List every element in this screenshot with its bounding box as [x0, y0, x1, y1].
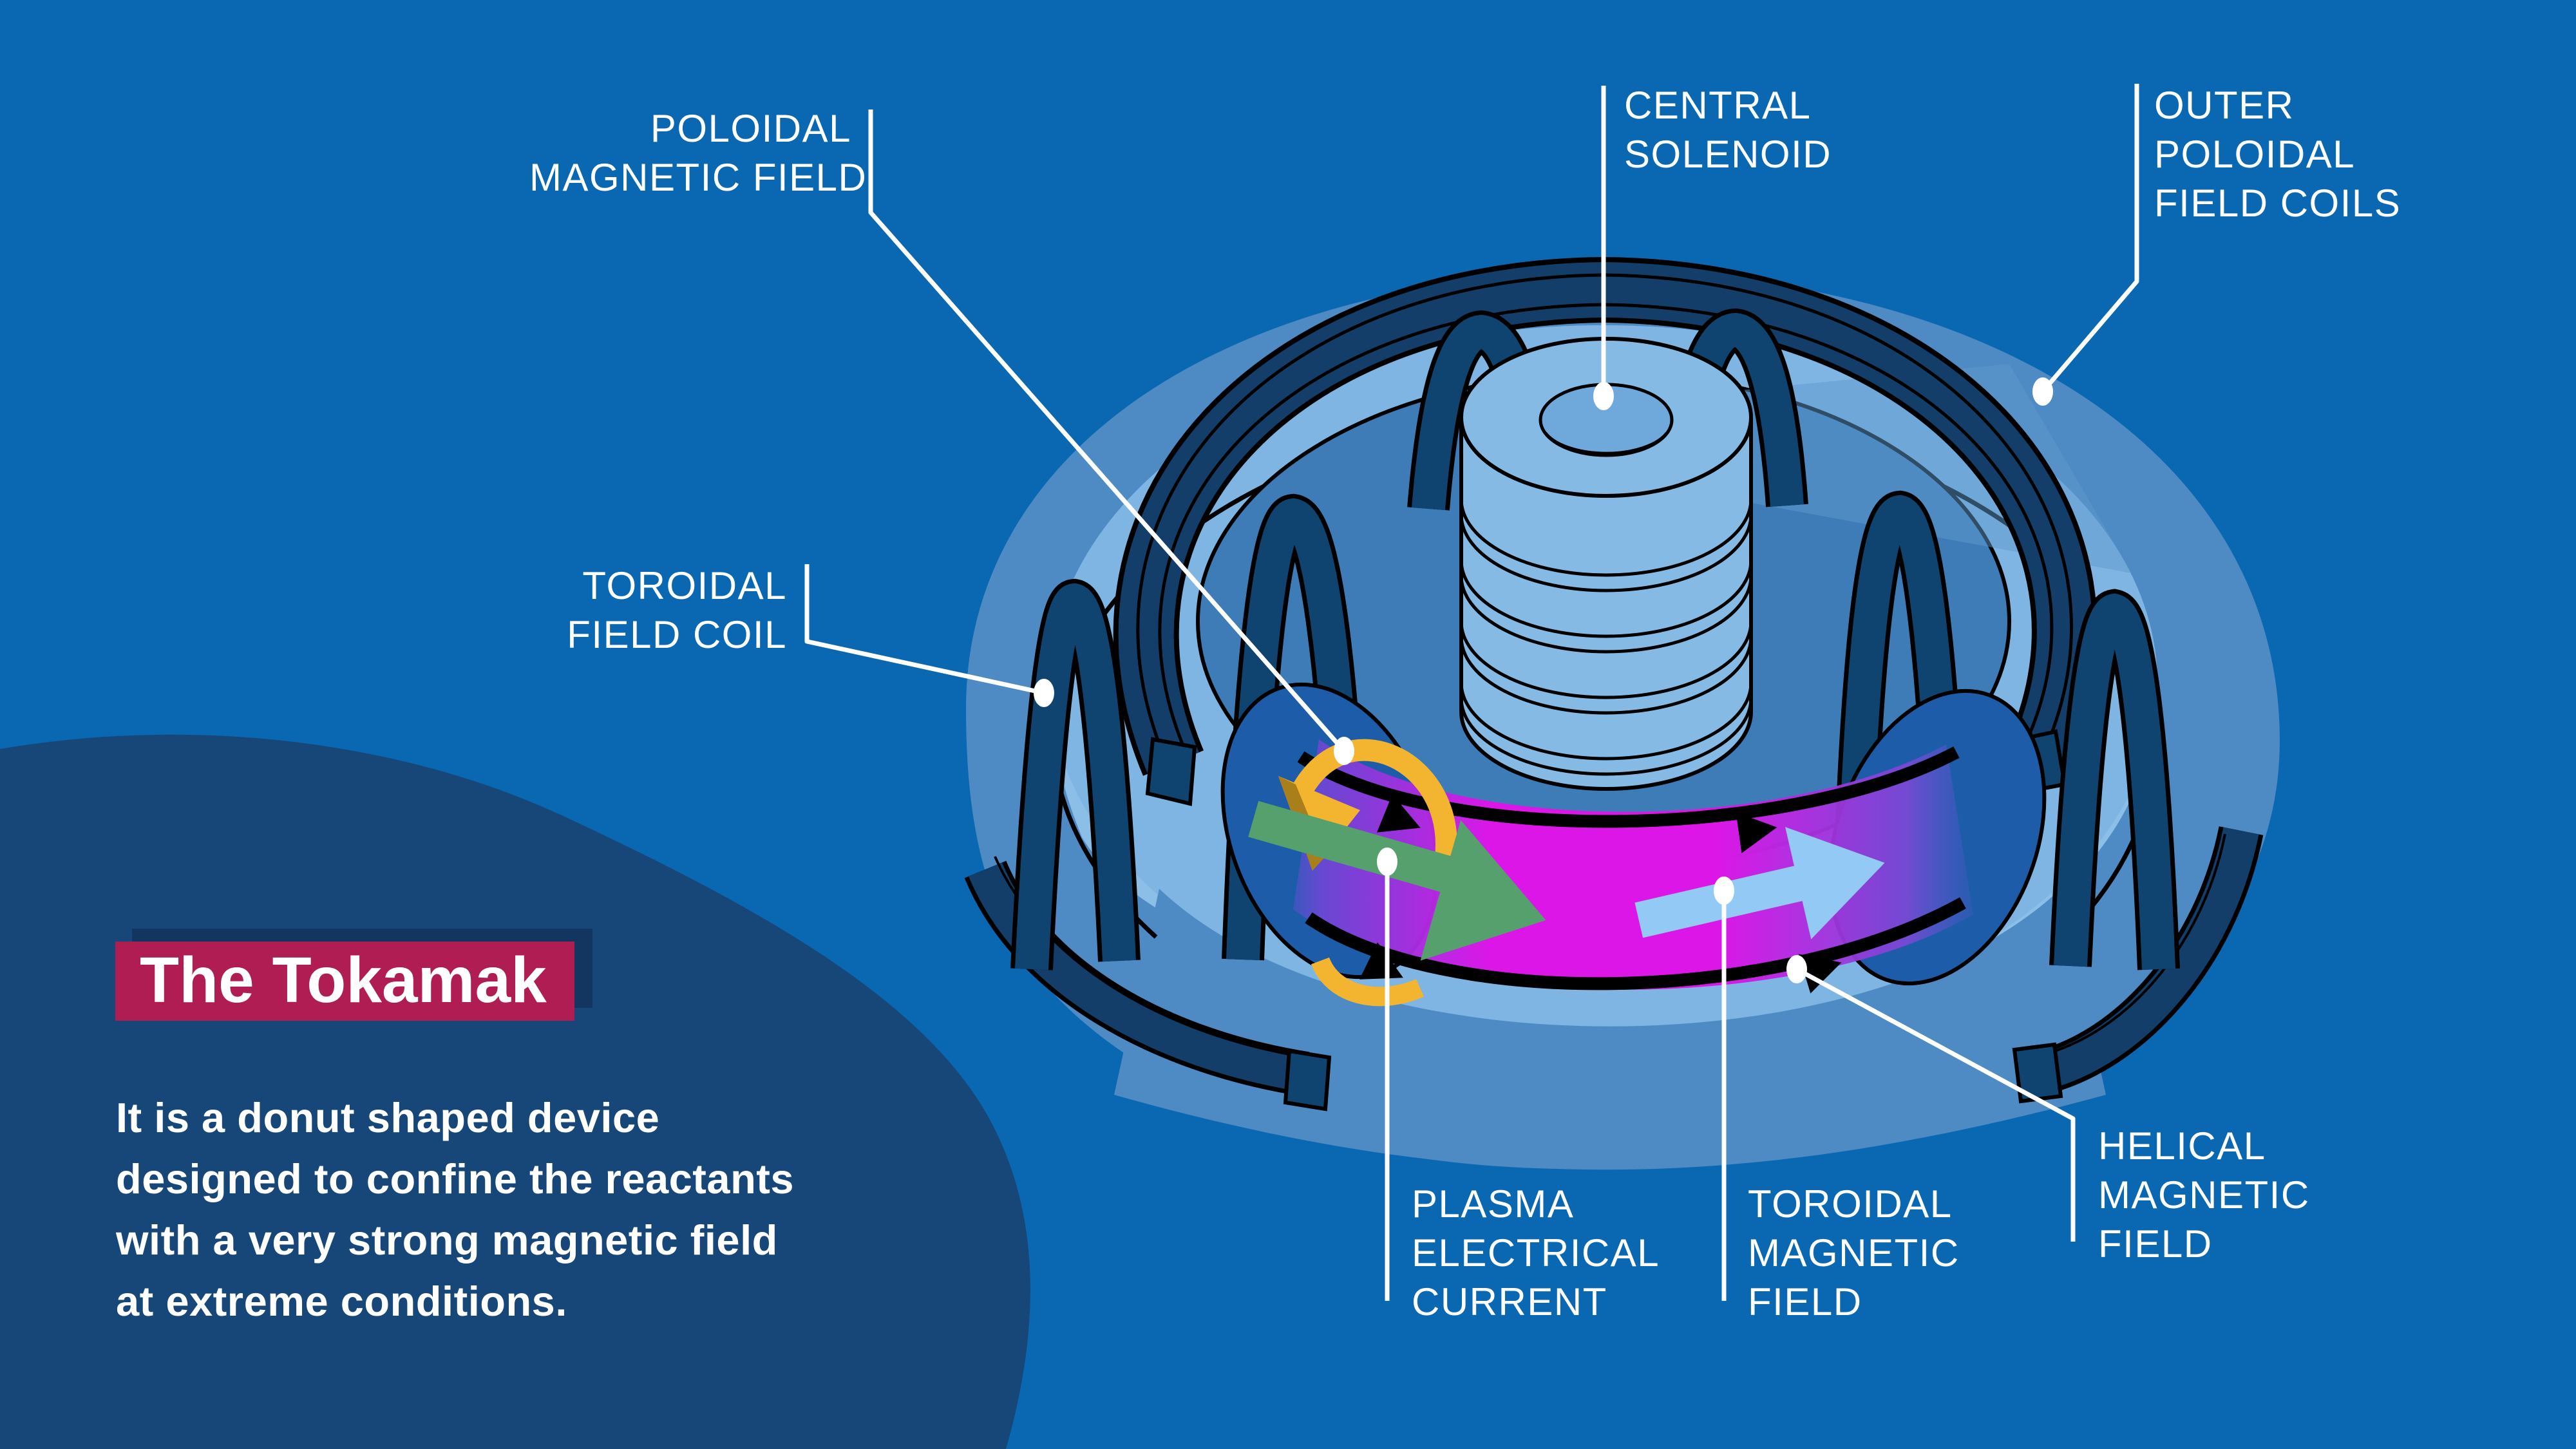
central-solenoid: [1459, 337, 1753, 791]
label-line: FIELD: [2098, 1222, 2213, 1265]
description-line: designed to confine the reactants: [116, 1155, 795, 1202]
corner-blob: [0, 734, 1030, 1449]
label-helical-magnetic-field: HELICAL MAGNETIC FIELD: [2098, 1122, 2310, 1269]
label-line: MAGNETIC: [1748, 1231, 1960, 1274]
leader-lines: [804, 84, 2139, 1301]
label-line: SOLENOID: [1624, 133, 1832, 176]
leader-dots: [1034, 377, 2053, 983]
page-title: The Tokamak: [115, 942, 574, 1021]
label-central-solenoid: CENTRAL SOLENOID: [1624, 81, 1832, 179]
label-plasma-electrical-current: PLASMA ELECTRICAL CURRENT: [1412, 1180, 1660, 1327]
label-line: PLASMA: [1412, 1182, 1575, 1226]
label-line: MAGNETIC FIELD: [529, 156, 867, 199]
label-line: CURRENT: [1412, 1280, 1607, 1323]
plasma-current-arrow: [1248, 800, 1546, 961]
label-line: POLOIDAL: [650, 107, 851, 150]
label-poloidal-magnetic-field: POLOIDAL MAGNETIC FIELD: [529, 104, 867, 202]
label-line: FIELD COILS: [2154, 182, 2401, 225]
description-line: at extreme conditions.: [116, 1278, 567, 1325]
label-line: MAGNETIC: [2098, 1173, 2310, 1217]
description-line: It is a donut shaped device: [116, 1094, 660, 1141]
label-line: FIELD: [1748, 1280, 1862, 1323]
label-line: CENTRAL: [1624, 84, 1812, 127]
label-line: ELECTRICAL: [1412, 1231, 1660, 1274]
label-outer-poloidal-field-coils: OUTER POLOIDAL FIELD COILS: [2154, 81, 2401, 228]
label-line: TOROIDAL: [582, 564, 787, 607]
label-line: FIELD COIL: [567, 613, 787, 656]
label-toroidal-magnetic-field: TOROIDAL MAGNETIC FIELD: [1748, 1180, 1960, 1327]
label-toroidal-field-coil: TOROIDAL FIELD COIL: [465, 562, 787, 659]
leader-toroidal-field-coil: [804, 564, 1045, 696]
description-text: It is a donut shaped device designed to …: [116, 1087, 794, 1332]
helical-field-lines: [1297, 746, 1966, 994]
leader-helical-magnetic-field: [1795, 967, 2076, 1242]
outer-poloidal-ring-bottom: [964, 826, 2264, 1112]
label-line: OUTER: [2154, 84, 2295, 127]
label-line: TOROIDAL: [1748, 1182, 1953, 1226]
label-line: HELICAL: [2098, 1124, 2266, 1168]
leader-poloidal-magnetic-field: [868, 109, 1346, 753]
leader-outer-poloidal-field-coils: [2041, 84, 2139, 393]
label-line: POLOIDAL: [2154, 133, 2356, 176]
description-line: with a very strong magnetic field: [116, 1217, 778, 1264]
